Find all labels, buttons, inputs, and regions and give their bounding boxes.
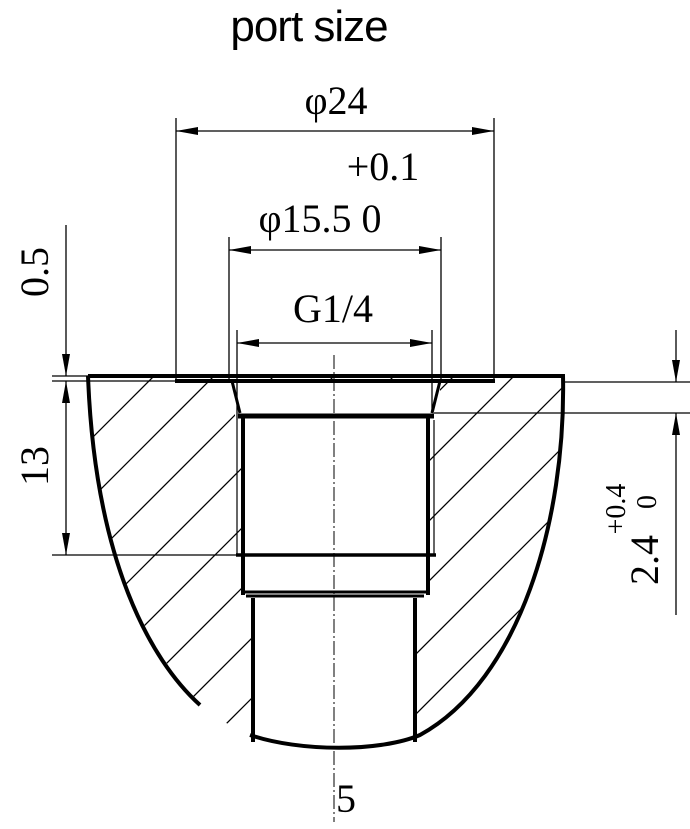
- dim-counterbore-tolerance: +0.1: [347, 144, 420, 189]
- dim-chamfer-tolerance-lower: 0: [632, 495, 663, 509]
- dim-outer-diameter: φ24: [304, 78, 367, 123]
- diagram-title: port size: [230, 2, 388, 51]
- dim-chamfer-tolerance: +0.4: [601, 484, 632, 535]
- dim-counterbore-depth: 0.5: [12, 247, 57, 297]
- dim-thread: G1/4: [293, 286, 373, 331]
- section-hatching: [88, 376, 564, 748]
- dim-chamfer-depth: 2.4: [622, 535, 667, 585]
- dim-thread-depth: 13: [12, 446, 57, 486]
- dim-counterbore-diameter: φ15.5 0: [258, 196, 381, 241]
- dim-bottom: 5: [336, 776, 356, 821]
